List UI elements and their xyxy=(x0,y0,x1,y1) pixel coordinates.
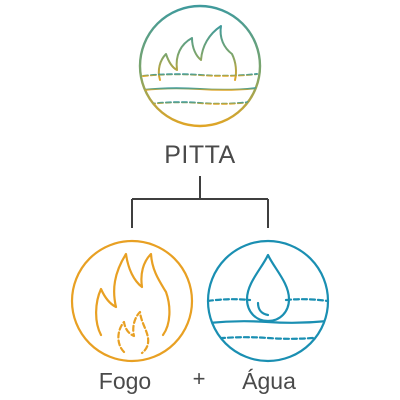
plus-operator: + xyxy=(192,366,206,391)
fire-icon xyxy=(70,239,194,363)
water-drop-icon xyxy=(206,239,330,363)
connector-tree xyxy=(131,176,269,228)
diagram-title: PITTA xyxy=(164,141,236,169)
water-label: Água xyxy=(242,368,296,394)
fire-over-water-icon xyxy=(138,4,262,128)
fire-label: Fogo xyxy=(98,368,152,394)
